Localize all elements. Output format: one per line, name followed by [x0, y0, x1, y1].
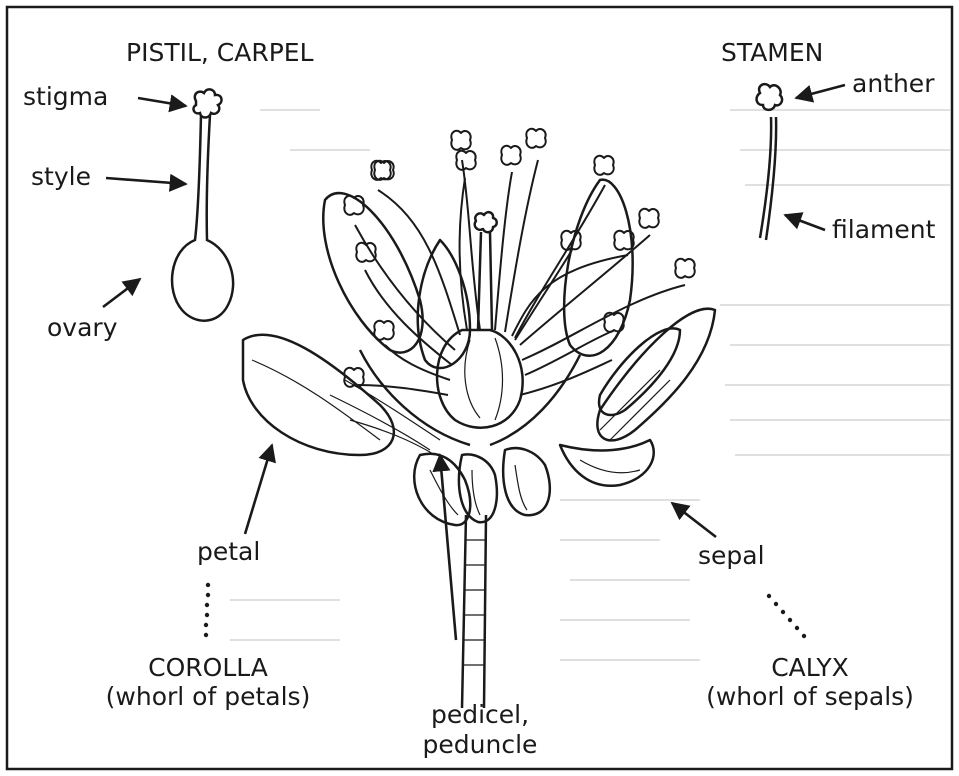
calyx-label: CALYX [686, 653, 934, 682]
pistil-heading: PISTIL, CARPEL [126, 38, 314, 67]
anther-arrow [796, 85, 845, 98]
filament-arrow [785, 215, 825, 230]
petal-arrow [245, 445, 272, 534]
ovary-label: ovary [47, 313, 117, 342]
petal-label: petal [197, 537, 260, 566]
flower-illustration [243, 129, 715, 708]
stigma-arrow [138, 98, 186, 106]
ovary-arrow [103, 279, 140, 307]
sepal-label: sepal [698, 541, 765, 570]
pedicel-label: pedicel, [385, 700, 575, 729]
sepal-arrow [672, 503, 716, 537]
stigma-label: stigma [23, 82, 108, 111]
pedicel-arrow [440, 455, 456, 640]
corolla-description: (whorl of petals) [70, 682, 346, 711]
style-arrow [106, 178, 186, 184]
stamen-illustration [757, 84, 783, 240]
pistil-illustration [172, 89, 233, 320]
filament-label: filament [832, 215, 935, 244]
stamen-heading: STAMEN [721, 38, 823, 67]
calyx-description: (whorl of sepals) [686, 682, 934, 711]
anther-label: anther [852, 69, 934, 98]
dotted-leaders [204, 583, 806, 638]
corolla-label: COROLLA [70, 653, 346, 682]
style-label: style [31, 162, 91, 191]
peduncle-label: peduncle [385, 730, 575, 759]
